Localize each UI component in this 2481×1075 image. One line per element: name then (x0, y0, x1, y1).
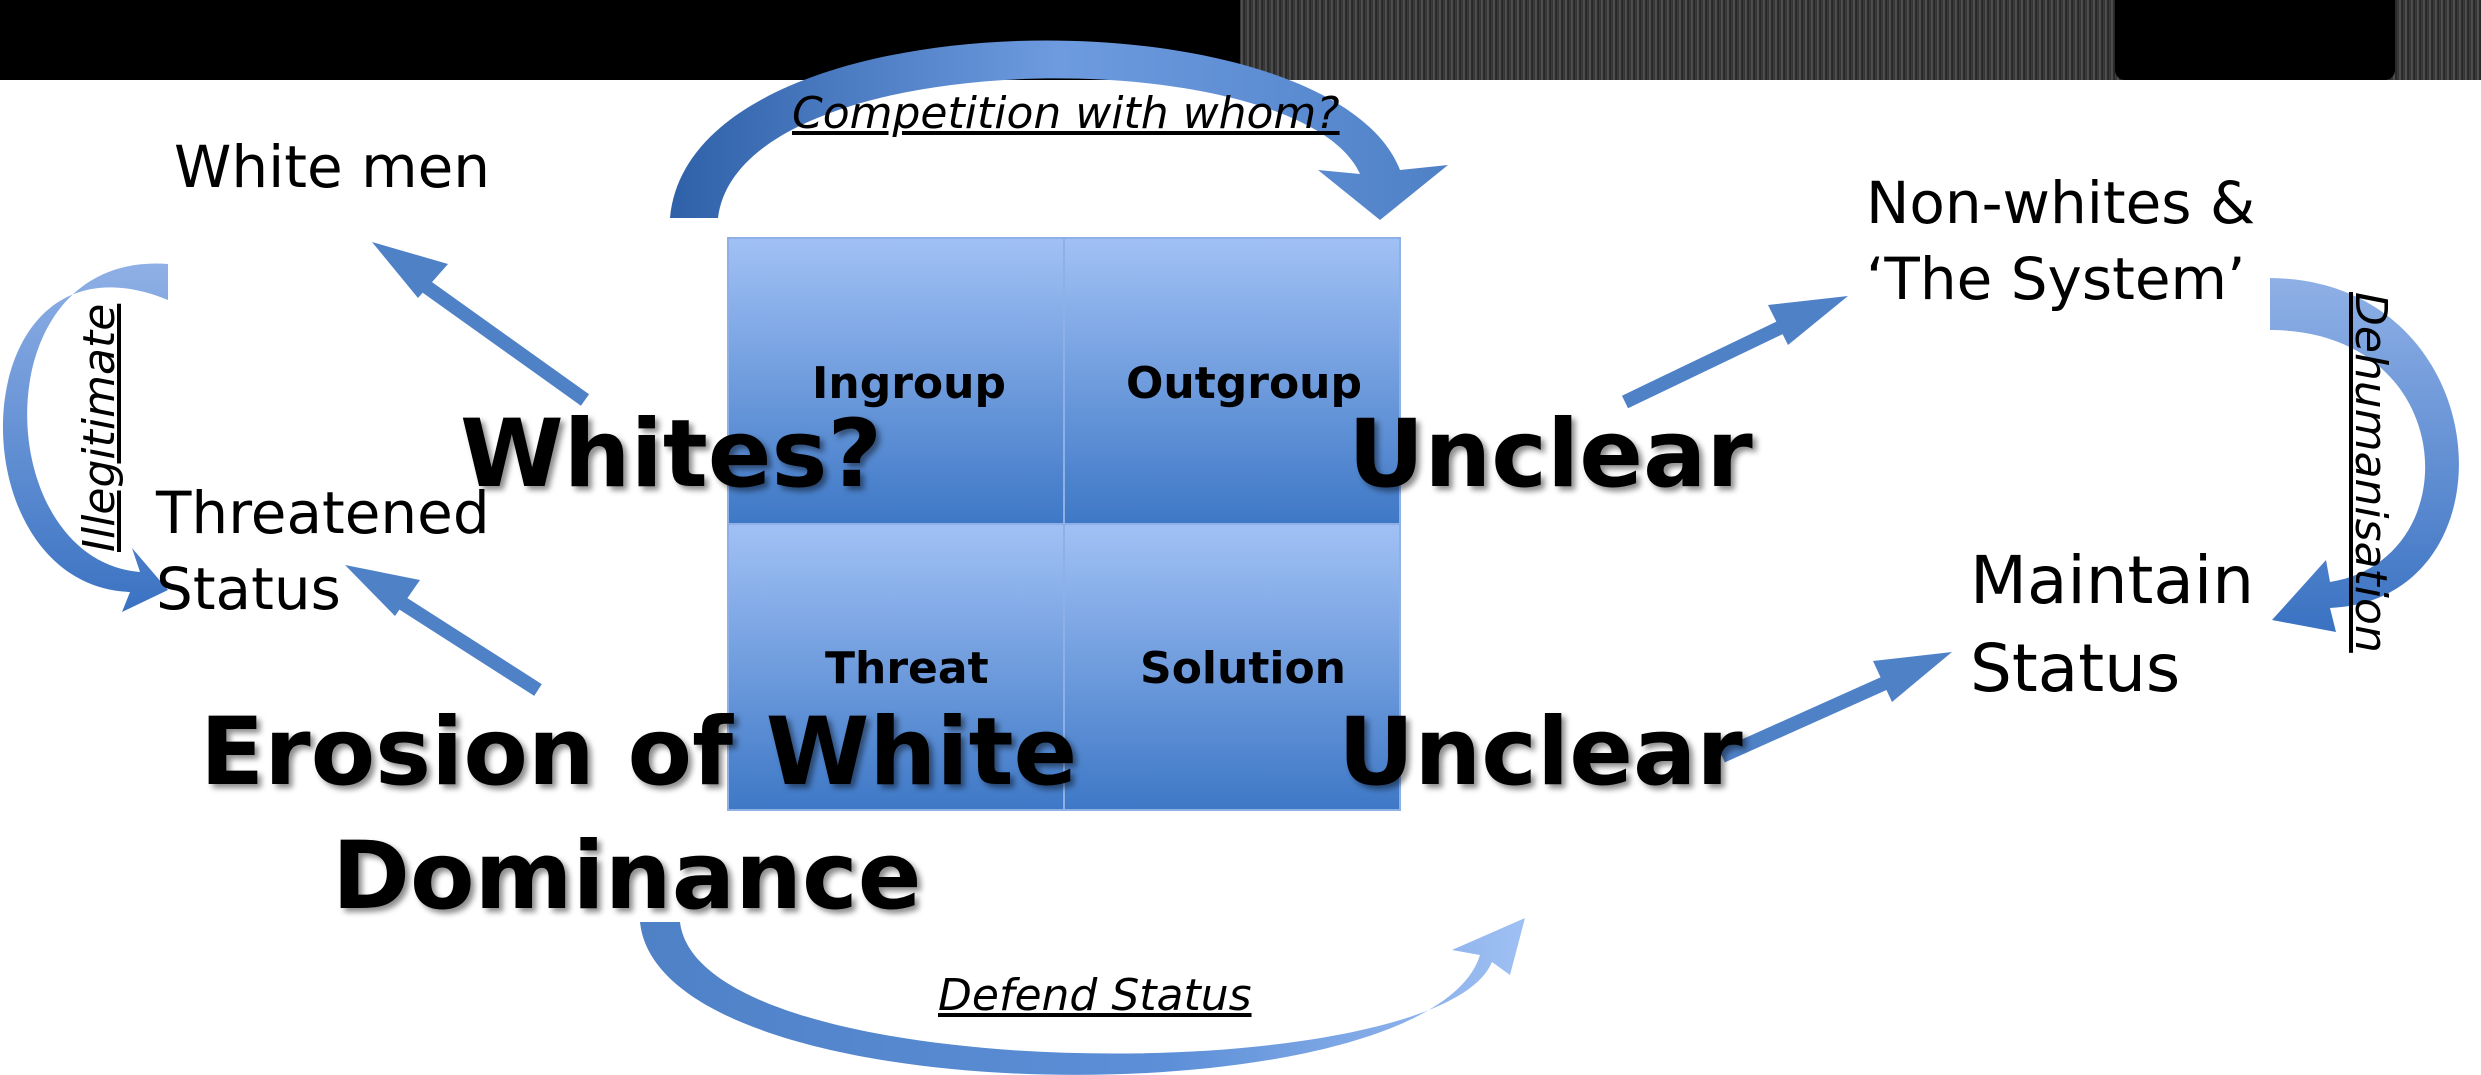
maintain-status-line1: Maintain (1970, 542, 2255, 619)
dehumanisation-label: Dehumanisation (2345, 292, 2396, 653)
unclear-bottom-label: Unclear (1338, 698, 1743, 807)
arrow-erosion-to-threatened (345, 565, 542, 696)
quadrant-threat-label: Threat (825, 643, 989, 694)
nonwhites-line1: Non-whites & (1866, 169, 2256, 237)
maintain-status-line2: Status (1970, 630, 2181, 707)
quadrant-outgroup-label: Outgroup (1126, 358, 1363, 409)
nonwhites-line2: ‘The System’ (1866, 245, 2246, 313)
curved-arrow-bottom (640, 918, 1525, 1075)
quadrant-ingroup-label: Ingroup (812, 358, 1006, 409)
curved-arrow-left (2, 263, 168, 612)
unclear-top-label: Unclear (1348, 400, 1753, 509)
quadrant-solution-label: Solution (1140, 643, 1346, 694)
erosion-label-line1: Erosion of White (200, 698, 1078, 807)
curved-arrow-right (2270, 278, 2459, 632)
defend-status-label: Defend Status (938, 970, 1252, 1021)
threatened-status-line1: Threatened (156, 479, 490, 547)
quadrant-grid (727, 237, 1401, 811)
quadrant-solution-cell (1063, 523, 1401, 811)
arrow-unclear-to-nonwhites (1621, 296, 1848, 409)
header-logo (2115, 0, 2395, 80)
straight-arrows (345, 242, 1952, 763)
competition-label: Competition with whom? (792, 88, 1340, 139)
quadrant-threat-cell (727, 523, 1065, 811)
white-men-label: White men (174, 133, 491, 201)
arrow-whites-to-white-men (372, 242, 590, 406)
whites-label: Whites? (460, 400, 882, 509)
illegitimate-label: Illegitimate (74, 303, 125, 552)
erosion-label-line2: Dominance (332, 822, 922, 931)
curved-arrow-top (670, 40, 1448, 220)
threatened-status-line2: Status (156, 555, 341, 623)
arrow-unclear-to-maintain (1719, 652, 1952, 763)
